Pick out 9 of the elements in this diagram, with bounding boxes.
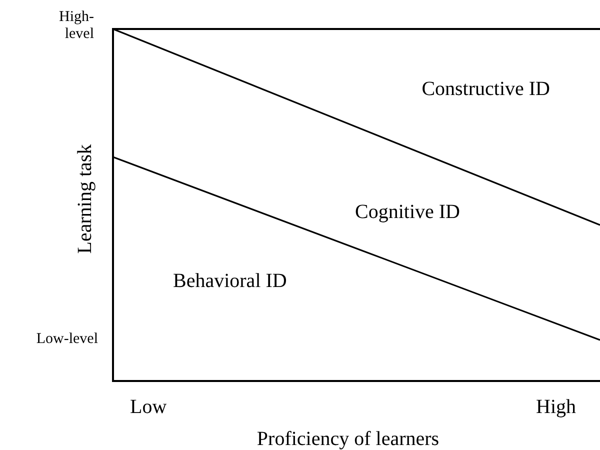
region-label: Behavioral ID	[173, 270, 288, 292]
axis-label: Learning task	[74, 143, 96, 256]
region-label: Constructive ID	[420, 78, 550, 100]
tick-label: Low	[130, 396, 168, 418]
region-label: Cognitive ID	[355, 201, 461, 223]
axis-label: Proficiency of learners	[256, 428, 440, 450]
tick-label: High	[536, 396, 577, 418]
tick-label: Low-level	[35, 331, 98, 348]
tick-label: High-level	[58, 9, 94, 42]
